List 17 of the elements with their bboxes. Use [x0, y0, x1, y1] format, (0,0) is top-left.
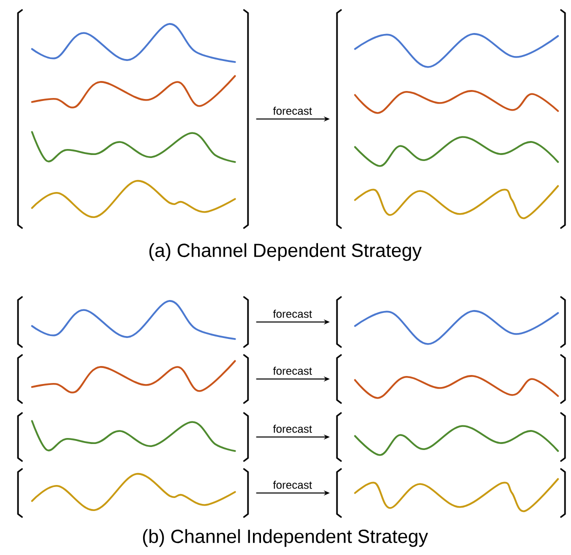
time-series-drawing — [336, 9, 566, 229]
edge-label: forecast — [273, 424, 312, 433]
time-series-drawing — [17, 412, 249, 462]
time-series-drawing — [336, 354, 566, 404]
time-series-drawing — [336, 412, 566, 462]
caption: (b) Channel Independent Strategy — [143, 529, 428, 547]
time-series-drawing — [336, 296, 566, 348]
time-series-drawing — [336, 468, 566, 518]
time-series-drawing — [17, 468, 249, 518]
time-series-drawing — [17, 354, 249, 404]
edge-label: forecast — [273, 310, 312, 318]
edge-label: forecast — [273, 480, 312, 489]
time-series-drawing — [17, 296, 249, 348]
caption: (a) Channel Dependent Strategy — [149, 243, 422, 261]
time-series-drawing — [17, 9, 249, 229]
edge-label: forecast — [273, 366, 312, 375]
edge-label: forecast — [273, 106, 312, 115]
